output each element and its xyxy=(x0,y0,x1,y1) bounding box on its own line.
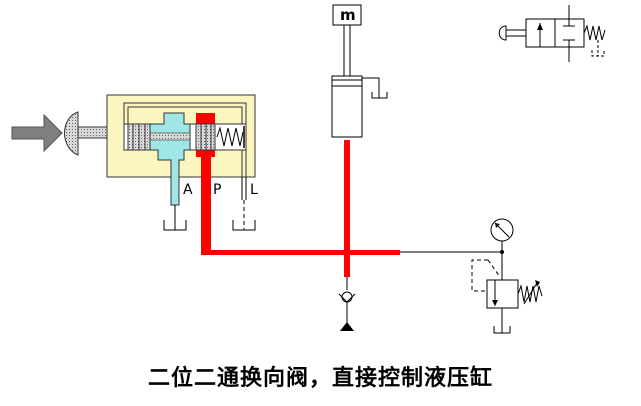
port-l-label: L xyxy=(250,182,258,198)
pump-icon xyxy=(340,322,354,331)
tank-a-icon xyxy=(163,205,187,231)
push-button-icon[interactable] xyxy=(64,111,126,156)
load-mass-label: m xyxy=(340,6,356,24)
port-p-label: P xyxy=(213,182,221,198)
diagram-caption: 二位二通换向阀，直接控制液压缸 xyxy=(147,365,493,391)
pressure-gauge-icon xyxy=(490,218,514,280)
hydraulic-cylinder: m xyxy=(331,4,388,138)
push-arrow-icon xyxy=(11,113,63,153)
check-valve-icon xyxy=(338,277,356,323)
port-a-label: A xyxy=(183,182,193,198)
spool xyxy=(127,123,216,151)
drain-line xyxy=(232,177,256,231)
valve-symbol-icon xyxy=(498,5,606,62)
relief-valve-icon xyxy=(471,259,543,334)
spring-icon xyxy=(214,123,247,151)
